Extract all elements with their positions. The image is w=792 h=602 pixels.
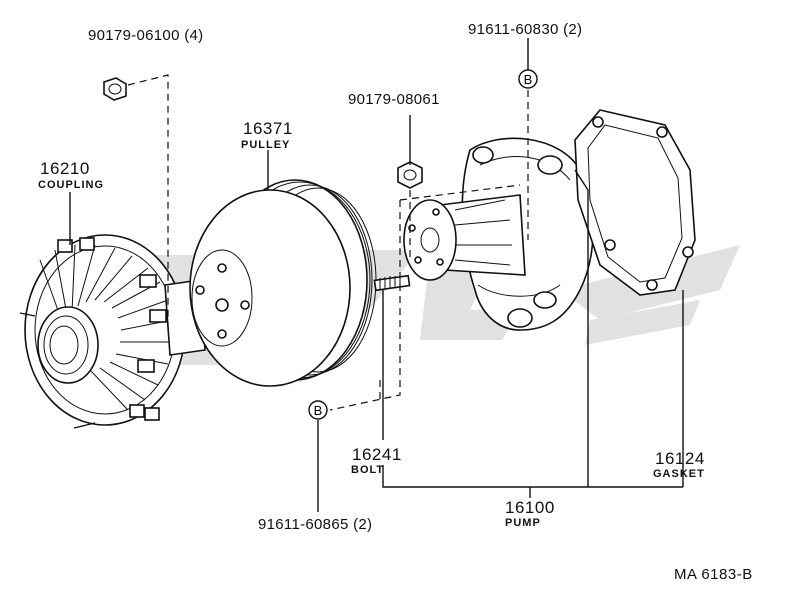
pump-number: 16100 <box>505 498 555 517</box>
pulley-drawing <box>189 179 377 387</box>
nut-pump-drawing <box>397 161 423 189</box>
nut-fan-drawing <box>103 77 127 101</box>
coupling-name: COUPLING <box>38 179 105 191</box>
nut-fan-qty: (4) <box>184 27 204 44</box>
gasket-name: GASKET <box>653 468 705 480</box>
nut-fan-label: 90179-06100 (4) <box>88 28 203 43</box>
bolt-number: 16241 <box>352 445 402 464</box>
gasket-number: 16124 <box>655 449 705 468</box>
pump-name: PUMP <box>505 517 541 529</box>
svg-text:B: B <box>524 72 533 87</box>
gasket-drawing <box>574 109 696 296</box>
reference-code: MA 6183-B <box>674 566 753 583</box>
stud-top-part-number: 91611-60830 <box>468 21 559 38</box>
stud-top-label: 91611-60830 (2) <box>468 22 582 37</box>
assembly-dashed-lines <box>127 74 529 411</box>
bolt-name: BOLT <box>351 464 385 476</box>
nut-fan-part-number: 90179-06100 <box>88 27 180 44</box>
leader-lines <box>69 38 684 512</box>
stud-drawing <box>373 274 411 292</box>
stud-top-qty: (2) <box>563 21 583 38</box>
nut-pump-part-number: 90179-08061 <box>348 91 440 108</box>
b-marker-top: B <box>518 69 538 89</box>
stud-bottom-part-number: 91611-60865 <box>258 516 349 533</box>
svg-text:B: B <box>314 403 323 418</box>
coupling-number: 16210 <box>40 159 90 178</box>
pulley-name: PULLEY <box>241 139 291 151</box>
pulley-number: 16371 <box>243 119 293 138</box>
b-marker-bottom: B <box>308 400 328 420</box>
stud-bottom-qty: (2) <box>353 516 373 533</box>
stud-bottom-label: 91611-60865 (2) <box>258 517 372 532</box>
coupling-drawing <box>19 234 206 429</box>
